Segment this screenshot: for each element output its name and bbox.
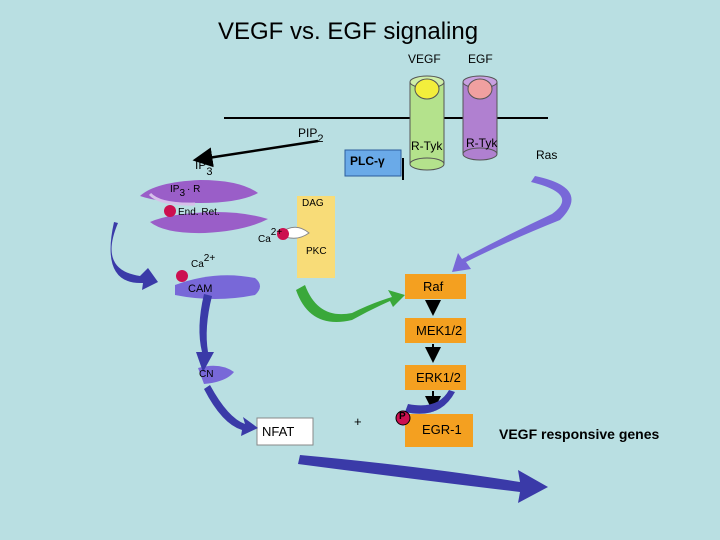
egr1-box — [405, 414, 473, 447]
vegf-rtyk-label: R-Tyk — [411, 139, 443, 153]
pip2-label: PIP2 — [298, 126, 323, 145]
cn-label: CN — [199, 369, 214, 380]
cam-shape — [175, 275, 260, 299]
pip2-sub: 2 — [317, 133, 324, 145]
dag-label: DAG — [302, 198, 324, 209]
egf-rtyk-label: R-Tyk — [466, 136, 498, 150]
egr1-label: EGR-1 — [422, 422, 462, 437]
erk-p-curve — [405, 390, 455, 414]
phospho-label: P — [399, 411, 406, 422]
ip3r-sub: 3 — [179, 188, 186, 199]
ras-raf-arrow — [452, 176, 572, 272]
erk-box — [405, 365, 466, 390]
raf-box — [405, 274, 466, 299]
er-ca-arrow — [110, 222, 158, 290]
er-membrane-bottom — [150, 212, 268, 234]
calcium-ion — [176, 270, 188, 282]
pkc-box — [297, 214, 335, 278]
egf-label: EGF — [468, 52, 493, 66]
ip3-receptor-label: IP3· R — [170, 184, 201, 199]
ip3r-main: IP — [170, 184, 180, 195]
ip3r-tail: · R — [187, 184, 201, 195]
ras-label: Ras — [536, 148, 558, 162]
pip2-ip3-arrow — [192, 139, 319, 168]
er-membrane-top — [140, 180, 258, 203]
pkc-label: PKC — [306, 246, 327, 257]
vegf-receptor — [409, 75, 445, 171]
ip3-main: IP — [195, 158, 207, 172]
ca1-main: Ca — [258, 234, 271, 245]
raf-label: Raf — [423, 279, 444, 294]
ca1-sup: 2+ — [270, 227, 283, 238]
cn-nfat-arrow — [204, 385, 258, 436]
calcium-ion — [164, 205, 176, 217]
pip2-main: PIP — [298, 126, 318, 140]
ca-label-cam: Ca2+ — [191, 253, 215, 270]
nfat-box — [256, 417, 314, 446]
egf-ligand — [467, 78, 493, 100]
nfat-genes-arrow — [298, 455, 548, 503]
ca2-main: Ca — [191, 259, 204, 270]
erk-label: ERK1/2 — [416, 370, 461, 385]
dag-box — [297, 196, 335, 214]
calcium-ion — [277, 228, 289, 240]
end-ret-label: End. Ret. — [178, 207, 220, 218]
pkc-raf-arrow — [296, 285, 405, 322]
egf-receptor — [462, 75, 498, 161]
plus-sign: + — [354, 414, 362, 429]
ip3-label: IP3 — [195, 158, 212, 178]
mek-box — [405, 318, 466, 343]
nfat-label: NFAT — [262, 424, 295, 439]
vegf-ligand — [414, 78, 440, 100]
mek-label: MEK1/2 — [416, 323, 463, 338]
ca-label-pkc: Ca2+ — [258, 227, 282, 245]
plc-gamma-box — [344, 149, 402, 177]
ca2-sup: 2+ — [203, 253, 216, 264]
genes-label: VEGF responsive genes — [499, 426, 660, 442]
vegf-label: VEGF — [408, 52, 441, 66]
cam-label: CAM — [188, 283, 213, 295]
cam-cn-arrow — [196, 294, 214, 372]
phospho-circle — [395, 410, 411, 426]
cn-shape — [198, 365, 234, 384]
plc-label: PLC-γ — [350, 154, 385, 168]
ip3-sub: 3 — [206, 166, 213, 178]
page-title: VEGF vs. EGF signaling — [218, 18, 479, 45]
